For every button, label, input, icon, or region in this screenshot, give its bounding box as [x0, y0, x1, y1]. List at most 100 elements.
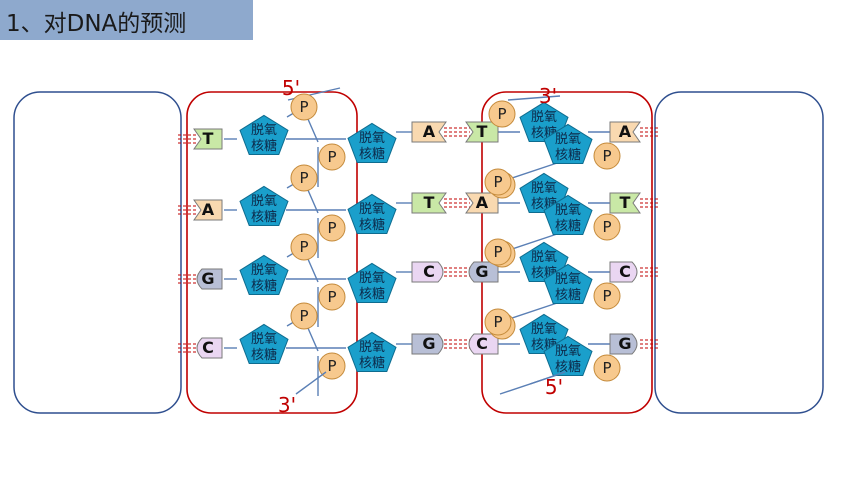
- deoxyribose-pentagon: [239, 254, 289, 295]
- phosphate-label: P: [327, 219, 336, 237]
- base-letter: T: [620, 193, 631, 212]
- left-phosphate-a-3: P: [290, 302, 318, 330]
- base-letter: G: [422, 334, 435, 353]
- right-empty-box: [654, 91, 824, 414]
- left-base-1: A: [193, 199, 223, 221]
- deoxyribose-label: 核糖: [251, 347, 277, 363]
- deoxyribose-label: 脱氧: [251, 123, 277, 138]
- right-phosphate-a-0: P: [488, 100, 516, 128]
- deoxyribose-label: 脱氧: [531, 181, 557, 196]
- right-phosphate-b-3: P: [593, 354, 621, 382]
- left-base-3: C: [196, 337, 223, 359]
- five-prime-label-right: 5': [545, 375, 563, 399]
- phosphate-circle: [488, 100, 516, 128]
- base-shape: [468, 333, 499, 355]
- free-base-3: G: [411, 333, 444, 355]
- base-letter: C: [476, 334, 488, 353]
- backbone-bond: [507, 95, 561, 101]
- base-letter: A: [476, 193, 489, 212]
- right-strand-inner-base-2: G: [468, 261, 499, 283]
- three-prime-label-left: 3': [278, 393, 296, 417]
- left-base-0: T: [193, 128, 223, 150]
- right-strand-outer-base-3: G: [609, 333, 638, 355]
- free-base-0: A: [411, 121, 447, 143]
- hbond-middle-1: [444, 198, 470, 208]
- base-shape: [411, 121, 447, 143]
- right-phosphate-extra-1: P: [484, 238, 512, 266]
- base-shape: [609, 261, 638, 283]
- deoxyribose-label: 脱氧: [359, 271, 385, 286]
- phosphate-circle: [484, 168, 512, 196]
- base-letter: T: [203, 129, 214, 148]
- deoxyribose-pentagon: [239, 185, 289, 226]
- deoxyribose-label: 核糖: [359, 286, 385, 302]
- phosphate-label: P: [299, 238, 308, 256]
- phosphate-label: P: [493, 313, 502, 331]
- phosphate-circle: [593, 282, 621, 310]
- right-strand-outer-base-1: T: [609, 192, 641, 214]
- hbond-middle-0: [444, 127, 470, 137]
- deoxyribose-label: 脱氧: [251, 332, 277, 347]
- base-letter: C: [423, 262, 435, 281]
- deoxyribose-label: 核糖: [555, 287, 581, 303]
- phosphate-label: P: [327, 148, 336, 166]
- deoxyribose-label: 脱氧: [555, 344, 581, 359]
- right-phosphate-b-0: P: [593, 142, 621, 170]
- right-strand-inner-base-0: T: [465, 121, 499, 143]
- base-shape: [196, 268, 223, 290]
- deoxyribose-label: 核糖: [555, 147, 581, 163]
- right-strand-inner-base-3: C: [468, 333, 499, 355]
- backbone-bond: [529, 371, 566, 385]
- left-phosphate-a-0: P: [290, 93, 318, 121]
- hbond-left-edge-3: [178, 343, 198, 353]
- left-base-2: G: [196, 268, 223, 290]
- hbond-middle-2: [444, 267, 470, 277]
- deoxyribose-pentagon: [347, 122, 397, 163]
- hbond-middle-3: [444, 339, 470, 349]
- left-phosphate-a-1: P: [290, 164, 318, 192]
- hbond-left-edge-2: [178, 274, 198, 284]
- five-prime-label-left: 5': [282, 76, 300, 100]
- deoxyribose-pentagon: [239, 323, 289, 364]
- deoxyribose-label: 脱氧: [555, 272, 581, 287]
- deoxyribose-label: 脱氧: [359, 131, 385, 146]
- base-shape: [193, 199, 223, 221]
- phosphate-label: P: [493, 173, 502, 191]
- phosphate-circle: [318, 283, 346, 311]
- hbond-right-edge-1: [640, 198, 660, 208]
- phosphate-circle: [484, 238, 512, 266]
- phosphate-label: P: [602, 287, 611, 305]
- deoxyribose-label: 脱氧: [531, 250, 557, 265]
- left-phosphate-b-2: P: [318, 283, 346, 311]
- phosphate-circle: [318, 143, 346, 171]
- left-strand-box: [186, 91, 358, 414]
- deoxyribose-label: 核糖: [251, 209, 277, 225]
- base-letter: A: [423, 122, 436, 141]
- base-letter: G: [201, 269, 214, 288]
- page-title: 1、对DNA的预测: [6, 11, 187, 37]
- backbone-bond: [295, 371, 327, 395]
- free-base-2: C: [411, 261, 444, 283]
- right-strand-outer-base-0: A: [609, 121, 641, 143]
- phosphate-circle: [318, 214, 346, 242]
- hbond-right-edge-2: [640, 267, 660, 277]
- base-shape: [411, 333, 444, 355]
- base-letter: A: [619, 122, 632, 141]
- right-phosphate-extra-2: P: [484, 308, 512, 336]
- phosphate-label: P: [299, 98, 308, 116]
- right-strand-outer-base-2: C: [609, 261, 638, 283]
- deoxyribose-pentagon: [347, 262, 397, 303]
- right-phosphate-extra-0: P: [484, 168, 512, 196]
- deoxyribose-label: 核糖: [555, 218, 581, 234]
- phosphate-circle: [290, 93, 318, 121]
- right-phosphate-b-1: P: [593, 213, 621, 241]
